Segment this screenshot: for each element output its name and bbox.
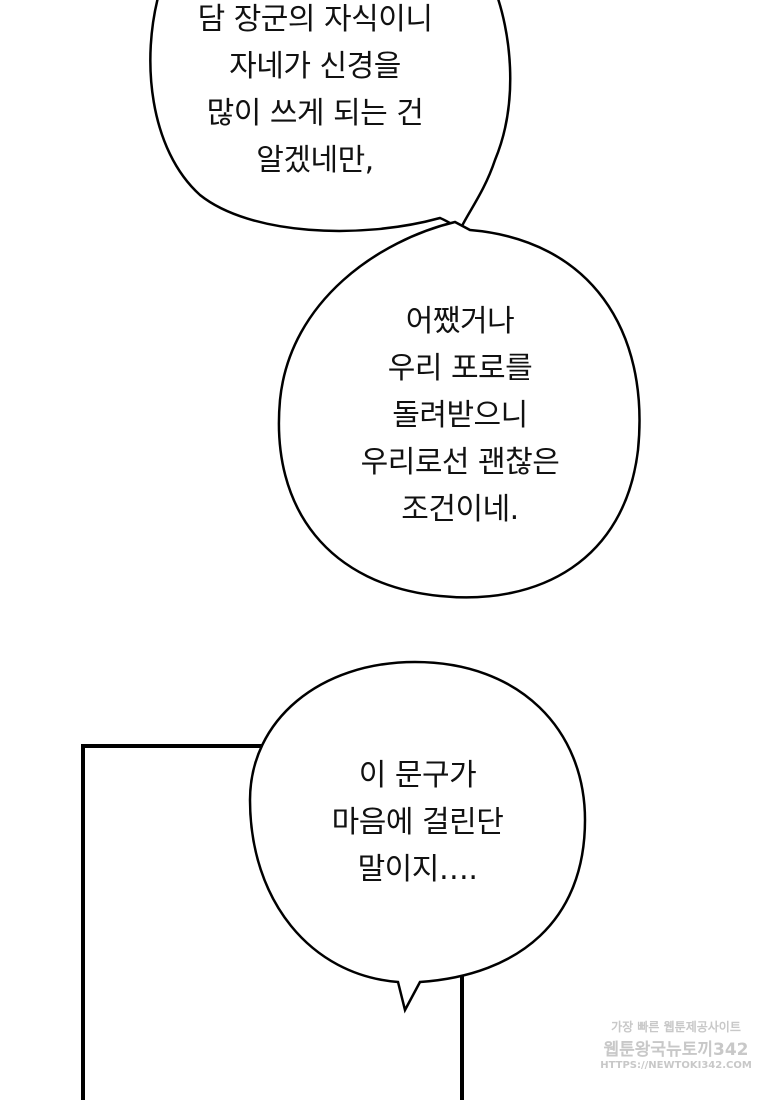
dialogue-line: 말이지….	[357, 852, 478, 887]
dialogue-line: 우리로선 괜찮은	[360, 445, 560, 480]
dialogue-line: 조건이네.	[401, 492, 519, 527]
speech-bubble-2	[277, 220, 641, 599]
panel-frame	[81, 744, 464, 1100]
speech-text-3: 이 문구가 마음에 걸린단 말이지….	[250, 752, 585, 893]
watermark: 가장 빠른 웹툰제공사이트 웹툰왕국뉴토끼342 HTTPS://NEWTOKI…	[596, 1018, 756, 1071]
speech-bubble-3	[248, 660, 587, 1014]
watermark-line: 웹툰왕국뉴토끼342	[603, 1040, 749, 1060]
dialogue-line: 많이 쓰게 되는 건	[206, 96, 424, 131]
dialogue-line: 마음에 걸린단	[331, 805, 504, 840]
speech-bubble-1	[149, 0, 512, 233]
dialogue-line: 어쨌거나	[405, 304, 515, 339]
dialogue-line: 우리 포로를	[387, 351, 533, 386]
watermark-line: HTTPS://NEWTOKI342.COM	[600, 1060, 752, 1071]
speech-text-1: 담 장군의 자식이니 자네가 신경을 많이 쓰게 되는 건 알겠네만,	[150, 0, 480, 184]
dialogue-line: 알겠네만,	[256, 143, 374, 178]
dialogue-line: 자네가 신경을	[229, 49, 401, 84]
dialogue-line: 돌려받으니	[392, 398, 528, 433]
watermark-line: 가장 빠른 웹툰제공사이트	[611, 1020, 741, 1034]
dialogue-line: 이 문구가	[358, 758, 477, 793]
dialogue-line: 담 장군의 자식이니	[197, 2, 433, 37]
speech-text-2: 어쨌거나 우리 포로를 돌려받으니 우리로선 괜찮은 조건이네.	[290, 298, 630, 533]
